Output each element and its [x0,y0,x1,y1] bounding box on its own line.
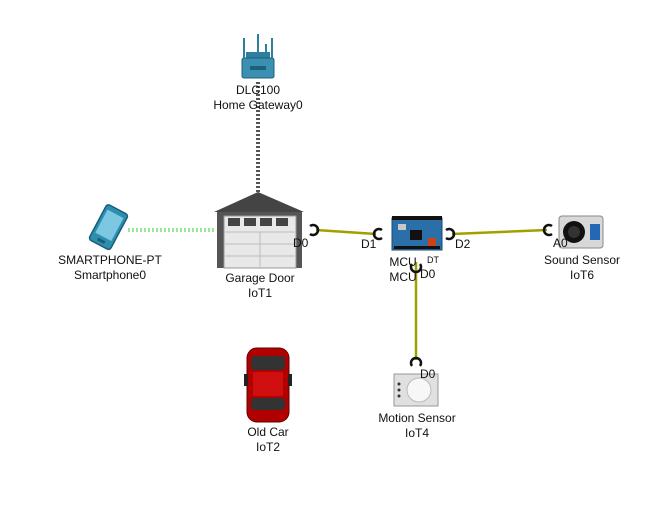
home-gateway-icon[interactable] [241,34,275,79]
mcu-port-bottom-label: D0 [420,267,436,281]
garage-name: IoT1 [247,286,272,300]
motion-sensor-icon[interactable] [393,373,439,407]
garage-model: Garage Door [225,271,295,285]
gateway-name: Home Gateway0 [213,98,303,112]
mcu-port-left-label: D1 [361,237,377,251]
sound-sensor-icon[interactable] [558,215,604,249]
mcu-label: MCU MCU [378,255,428,285]
garage-label: Garage Door IoT1 [210,271,310,301]
smartphone-model: SMARTPHONE-PT [58,253,162,267]
mcu-port-right-label: D2 [455,237,471,251]
car-name: IoT2 [255,440,280,454]
port-markers [309,223,553,367]
mcu-chip-text: DT [427,255,439,265]
mcu-model: MCU [389,255,417,269]
sound-label: Sound Sensor IoT6 [530,253,634,283]
car-icon[interactable] [244,347,292,423]
cable-garage-mcu[interactable] [315,228,377,236]
cable-mcu-sound[interactable] [451,228,548,236]
motion-label: Motion Sensor IoT4 [366,411,468,441]
motion-model: Motion Sensor [378,411,456,425]
mcu-board-icon[interactable] [391,216,443,251]
sound-name: IoT6 [569,268,594,282]
gateway-label: DLC100 Home Gateway0 [208,83,308,113]
car-label: Old Car IoT2 [230,425,306,455]
garage-port-label: D0 [293,236,309,250]
mcu-name: MCU [389,270,417,284]
gateway-model: DLC100 [235,83,281,97]
car-model: Old Car [247,425,289,439]
sound-port-label: A0 [553,236,568,250]
sound-model: Sound Sensor [543,253,621,267]
garage-door-icon[interactable] [214,192,304,269]
smartphone-label: SMARTPHONE-PT Smartphone0 [50,253,170,283]
smartphone-name: Smartphone0 [73,268,147,282]
links [128,82,548,360]
smartphone-icon[interactable] [88,204,129,251]
motion-name: IoT4 [404,426,429,440]
motion-port-label: D0 [420,367,436,381]
